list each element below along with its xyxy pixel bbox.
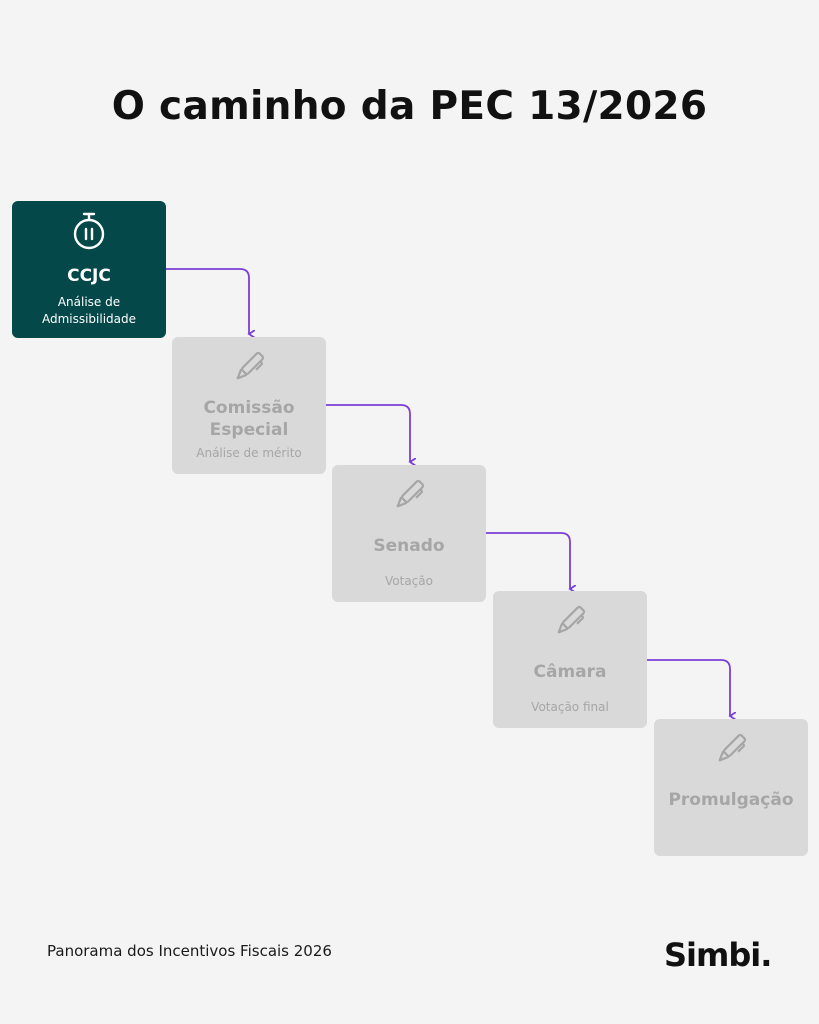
step-title: CCJC — [67, 266, 111, 286]
step-comissao-especial: Comissão Especial Análise de mérito — [172, 337, 326, 474]
connector-arrow-4 — [647, 659, 730, 716]
page-title: O caminho da PEC 13/2026 — [111, 84, 708, 129]
stopwatch-icon — [12, 211, 166, 251]
pen-icon — [654, 729, 808, 769]
step-title: Câmara — [533, 662, 607, 682]
step-subtitle: Análise de Admissibilidade — [41, 295, 137, 326]
pen-icon — [172, 347, 326, 387]
connector-arrow-2 — [326, 404, 410, 462]
step-camara: Câmara Votação final — [493, 591, 647, 728]
brand-logo: Simbi. — [664, 936, 772, 974]
step-title: Comissão Especial — [203, 398, 295, 440]
step-subtitle: Votação final — [531, 700, 609, 714]
step-subtitle: Votação — [385, 574, 433, 588]
step-ccjc: CCJC Análise de Admissibilidade — [12, 201, 166, 338]
logo-dot: . — [760, 936, 772, 974]
pen-icon — [332, 475, 486, 515]
step-title: Promulgação — [668, 790, 794, 810]
pen-icon — [493, 601, 647, 641]
connector-arrow-1 — [165, 268, 249, 334]
logo-text: Simbi — [664, 936, 761, 974]
step-promulgacao: Promulgação — [654, 719, 808, 856]
footer-caption: Panorama dos Incentivos Fiscais 2026 — [47, 942, 332, 960]
step-title: Senado — [373, 536, 445, 556]
step-senado: Senado Votação — [332, 465, 486, 602]
connector-arrow-3 — [486, 532, 570, 589]
step-subtitle: Análise de mérito — [196, 446, 302, 460]
